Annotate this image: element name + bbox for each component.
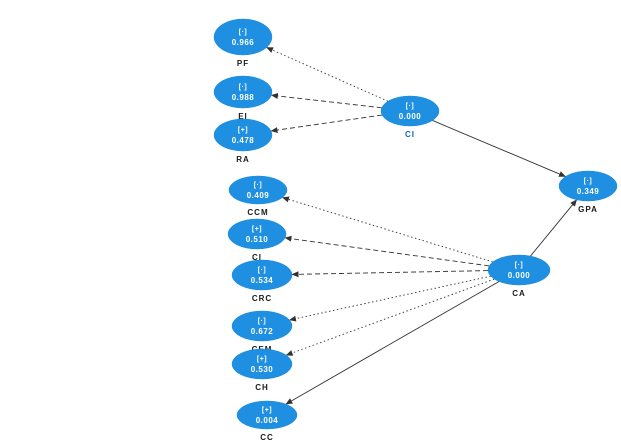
- node-ellipse-ci[interactable]: [380, 95, 440, 127]
- node-header: [·]: [258, 267, 267, 274]
- edge-ci-to-ei[interactable]: [270, 92, 382, 109]
- node-value: 0.510: [246, 235, 269, 244]
- node-ellipse-pf[interactable]: [213, 18, 273, 56]
- node-label: RA: [236, 155, 250, 164]
- node-ellipse-cem[interactable]: [231, 310, 293, 342]
- node-label: GPA: [578, 205, 598, 214]
- node-ellipse-ei[interactable]: [213, 75, 273, 109]
- node-label: CI: [405, 130, 415, 139]
- node-header: [+]: [262, 407, 272, 414]
- node-header: [·]: [406, 103, 415, 110]
- edge-ca-to-ccm[interactable]: [282, 196, 493, 263]
- node-header: [+]: [252, 226, 262, 233]
- node-ellipse-cc[interactable]: [236, 400, 298, 430]
- node-value: 0.672: [251, 327, 274, 336]
- edge-ca-to-ch[interactable]: [285, 278, 495, 356]
- node-ellipse-ra[interactable]: [213, 118, 273, 152]
- edge-ca-to-gpa[interactable]: [530, 199, 578, 257]
- edge-ca-to-crc[interactable]: [291, 270, 489, 278]
- node-value: 0.530: [251, 365, 274, 374]
- node-ellipse-ch[interactable]: [231, 348, 293, 380]
- node-header: [·]: [258, 318, 267, 325]
- node-ellipse-gpa[interactable]: [558, 170, 618, 202]
- node-ellipse-crc[interactable]: [231, 259, 293, 291]
- node-label: CA: [512, 289, 526, 298]
- node-header: [+]: [238, 127, 248, 134]
- node-value: 0.478: [232, 136, 255, 145]
- node-label: CI: [252, 253, 262, 262]
- edge-ca-to-cc[interactable]: [285, 281, 500, 405]
- node-value: 0.000: [399, 112, 422, 121]
- node-value: 0.409: [247, 191, 270, 200]
- node-cem[interactable]: [·]0.672CEM: [231, 310, 293, 354]
- edge-ca-to-ci2[interactable]: [284, 235, 490, 267]
- node-ellipse-ci2[interactable]: [227, 218, 287, 250]
- node-value: 0.966: [232, 38, 255, 47]
- node-label: CRC: [252, 294, 272, 303]
- edge-ci-to-pf[interactable]: [266, 47, 389, 102]
- node-value: 0.988: [232, 93, 255, 102]
- node-value: 0.349: [577, 187, 600, 196]
- node-label: CCM: [247, 208, 268, 217]
- node-header: [·]: [584, 178, 593, 185]
- node-label: PF: [237, 59, 249, 68]
- node-value: 0.004: [256, 416, 279, 425]
- edge-ci-to-ra[interactable]: [270, 114, 383, 134]
- node-header: [·]: [254, 182, 263, 189]
- node-header: [·]: [239, 84, 248, 91]
- edge-ca-to-cem[interactable]: [289, 275, 491, 322]
- node-header: [+]: [257, 356, 267, 363]
- node-value: 0.534: [251, 276, 274, 285]
- node-value: 0.000: [508, 271, 531, 280]
- node-ellipse-ca[interactable]: [487, 254, 551, 286]
- node-header: [·]: [515, 262, 524, 269]
- node-label: EI: [238, 112, 248, 121]
- node-label: CC: [260, 433, 274, 440]
- node-header: [·]: [239, 29, 248, 36]
- edge-ci-to-gpa[interactable]: [432, 120, 566, 177]
- node-label: CH: [255, 383, 269, 392]
- node-ellipse-ccm[interactable]: [228, 175, 288, 205]
